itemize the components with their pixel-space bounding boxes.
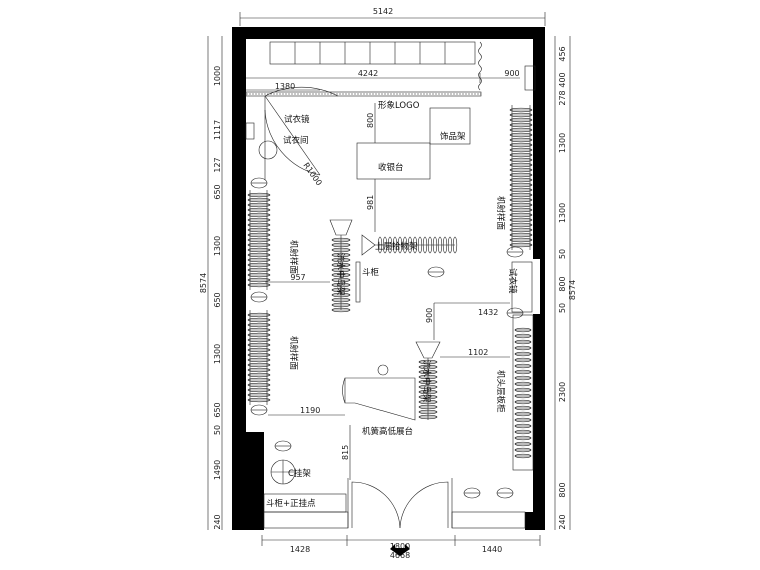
svg-text:1300: 1300 bbox=[558, 203, 567, 223]
fitting-room: 试衣镜 试衣间 R1000 bbox=[245, 86, 339, 187]
svg-text:815: 815 bbox=[341, 445, 350, 460]
svg-text:1300: 1300 bbox=[213, 344, 222, 364]
svg-text:1428: 1428 bbox=[290, 545, 310, 554]
walls bbox=[232, 27, 545, 530]
front-left-area: C挂架 斗柜+正挂点 bbox=[263, 459, 347, 513]
svg-text:240: 240 bbox=[558, 514, 567, 529]
bottom-dimensions: 1428 1800 4668 1440 bbox=[261, 535, 541, 560]
svg-text:50: 50 bbox=[213, 425, 222, 435]
right-lower-label: 机头层板柜 bbox=[495, 370, 506, 413]
center-rack-lower: 1432 900 流水中岛架 1102 bbox=[415, 302, 510, 420]
svg-text:50: 50 bbox=[558, 303, 567, 313]
svg-text:1440: 1440 bbox=[482, 545, 502, 554]
svg-text:240: 240 bbox=[213, 514, 222, 529]
island-counter-label: 斗柜 bbox=[362, 267, 380, 278]
svg-text:957: 957 bbox=[290, 273, 305, 282]
left-dimensions: 8574 1000 1117 127 650 1300 650 1300 650… bbox=[199, 36, 223, 530]
low-display-label: 机簧高低展台 bbox=[362, 426, 413, 437]
fitting-room-label: 试衣间 bbox=[283, 135, 309, 146]
svg-text:50: 50 bbox=[558, 249, 567, 259]
svg-text:400: 400 bbox=[558, 72, 567, 87]
svg-text:900: 900 bbox=[425, 308, 434, 323]
low-display: 机簧高低展台 1190 815 bbox=[268, 364, 416, 480]
dim-top-left: 1380 bbox=[275, 82, 295, 91]
right-dimensions: 8574 456 400 278 1300 1300 50 800 50 230… bbox=[554, 36, 577, 530]
dim-top-total: 5142 bbox=[373, 7, 393, 16]
right-upper-wall-label: 机射样面 bbox=[495, 196, 506, 231]
svg-text:1300: 1300 bbox=[213, 236, 222, 256]
left-upper-rack: 机射样面 bbox=[247, 190, 299, 290]
logo-wall: 形象LOGO bbox=[245, 91, 482, 111]
top-storage-units bbox=[269, 41, 536, 91]
dim-r1000: R1000 bbox=[301, 161, 323, 187]
svg-text:456: 456 bbox=[558, 46, 567, 61]
dim-top-inner: 4242 bbox=[358, 69, 378, 78]
svg-text:1190: 1190 bbox=[300, 406, 320, 415]
cabinet-front-label: 斗柜+正挂点 bbox=[266, 498, 316, 509]
right-upper-rack: 机射样面 bbox=[495, 105, 533, 250]
svg-text:1432: 1432 bbox=[478, 308, 498, 317]
svg-text:650: 650 bbox=[213, 402, 222, 417]
center-rack-1-label: 上层拾物架 bbox=[375, 241, 418, 252]
hang-rack-label: C挂架 bbox=[288, 468, 311, 479]
svg-text:1102: 1102 bbox=[468, 348, 488, 357]
svg-text:2300: 2300 bbox=[558, 382, 567, 402]
svg-text:127: 127 bbox=[213, 157, 222, 172]
entrance bbox=[263, 478, 526, 556]
top-dimensions: 5142 4242 900 1380 bbox=[239, 7, 546, 91]
svg-text:650: 650 bbox=[213, 292, 222, 307]
center-rack-2-label: 流水中岛架 bbox=[335, 253, 346, 296]
logo-label: 形象LOGO bbox=[378, 100, 420, 111]
svg-text:800: 800 bbox=[558, 276, 567, 291]
svg-text:278: 278 bbox=[558, 90, 567, 105]
mirror-top-label: 试衣镜 bbox=[284, 114, 310, 125]
svg-text:1490: 1490 bbox=[213, 460, 222, 480]
cashier-label: 收银台 bbox=[378, 162, 404, 173]
right-mirror-label: 试衣镜 bbox=[507, 268, 518, 294]
left-upper-wall-label: 机射样面 bbox=[288, 240, 299, 275]
dim-top-right: 900 bbox=[504, 69, 519, 78]
center-rack-cluster: 上层拾物架 流水中岛架 斗柜 957 bbox=[265, 219, 458, 313]
dim-left-total: 8574 bbox=[199, 273, 208, 293]
svg-text:800: 800 bbox=[558, 482, 567, 497]
display-shelf-label: 饰品架 bbox=[440, 131, 466, 142]
cashier-area: 收银台 饰品架 800 981 bbox=[356, 103, 471, 232]
entrance-arrow-icon bbox=[390, 544, 410, 556]
svg-text:1000: 1000 bbox=[213, 66, 222, 86]
svg-text:1300: 1300 bbox=[558, 133, 567, 153]
svg-text:1117: 1117 bbox=[213, 120, 222, 140]
svg-text:800: 800 bbox=[366, 113, 375, 128]
round-fixtures bbox=[250, 177, 524, 499]
left-lower-wall-label: 机射样面 bbox=[288, 336, 299, 371]
svg-text:1800: 1800 bbox=[390, 542, 410, 551]
dim-right-total: 8574 bbox=[568, 280, 577, 300]
center-rack-3-label: 流水中岛架 bbox=[421, 360, 432, 403]
svg-text:981: 981 bbox=[366, 195, 375, 210]
right-lower-cabinet: 机头层板柜 bbox=[495, 314, 534, 471]
right-mirror: 试衣镜 bbox=[507, 261, 533, 313]
left-lower-rack: 机射样面 bbox=[247, 310, 299, 405]
svg-text:650: 650 bbox=[213, 184, 222, 199]
